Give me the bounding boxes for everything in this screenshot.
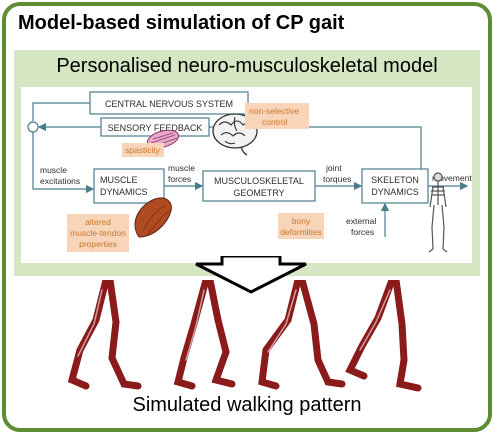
spasticity-label: spasticity — [125, 145, 161, 155]
altered-properties-tag — [67, 214, 129, 252]
altered-label-3: properties — [79, 239, 117, 249]
bony-label-1: bony — [292, 216, 311, 226]
skeleton-icon — [428, 172, 448, 253]
leg-pose-2 — [173, 280, 236, 390]
muscle-icon — [134, 197, 172, 238]
non-selective-control-tag — [245, 103, 309, 129]
simulation-caption: Simulated walking pattern — [132, 394, 362, 416]
external-forces-label-1: external — [346, 216, 376, 226]
skeleton-dynamics-box — [361, 168, 429, 204]
figure-title: Model-based simulation of CP gait — [18, 12, 345, 34]
summing-junction — [27, 121, 39, 133]
down-arrow-icon — [195, 256, 307, 294]
muscle-forces-label-2: forces — [168, 174, 191, 184]
non-selective-label-1: non-selective — [249, 106, 299, 116]
muscle-excitations-label-1: muscle — [40, 165, 67, 175]
bony-label-2: deformities — [280, 227, 322, 237]
muscle-dynamics-box — [93, 168, 165, 204]
leg-pose-1 — [67, 280, 142, 390]
excitation-arrow — [32, 132, 95, 194]
muscle-dynamics-label-1: MUSCLE — [100, 175, 138, 185]
spasticity-tag — [122, 143, 164, 157]
geometry-label-2: GEOMETRY — [233, 188, 284, 198]
geometry-label-1: MUSCULOSKELETAL — [214, 176, 304, 186]
skeleton-dynamics-label-1: SKELETON — [371, 175, 419, 185]
leg-pose-3 — [258, 280, 346, 390]
leg-pose-4 — [345, 280, 422, 392]
skeleton-dynamics-label-2: DYNAMICS — [371, 187, 419, 197]
muscle-dynamics-label-2: DYNAMICS — [100, 187, 148, 197]
joint-torques-label-2: torques — [323, 174, 351, 184]
external-forces-label-2: forces — [351, 227, 374, 237]
altered-label-1: altered — [85, 217, 111, 227]
musculoskeletal-geometry-box — [202, 170, 316, 202]
altered-label-2: muscle-tendon — [70, 228, 126, 238]
model-panel-title: Personalised neuro-musculoskeletal model — [56, 55, 438, 77]
non-selective-label-2: control — [262, 117, 288, 127]
walking-legs-illustration — [67, 280, 422, 392]
neuromusculoskeletal-diagram: CENTRAL NERVOUS SYSTEM SENSORY FEEDBACK … — [21, 87, 472, 263]
sensory-feedback-label: SENSORY FEEDBACK — [108, 123, 203, 133]
joint-torques-label-1: joint — [325, 163, 342, 173]
muscle-excitations-label-2: excitations — [40, 176, 80, 186]
bony-deformities-tag — [278, 213, 324, 239]
cns-label: CENTRAL NERVOUS SYSTEM — [105, 99, 233, 109]
muscle-forces-label-1: muscle — [168, 163, 195, 173]
movement-label: movement — [432, 173, 472, 183]
cns-output-line — [32, 102, 90, 121]
